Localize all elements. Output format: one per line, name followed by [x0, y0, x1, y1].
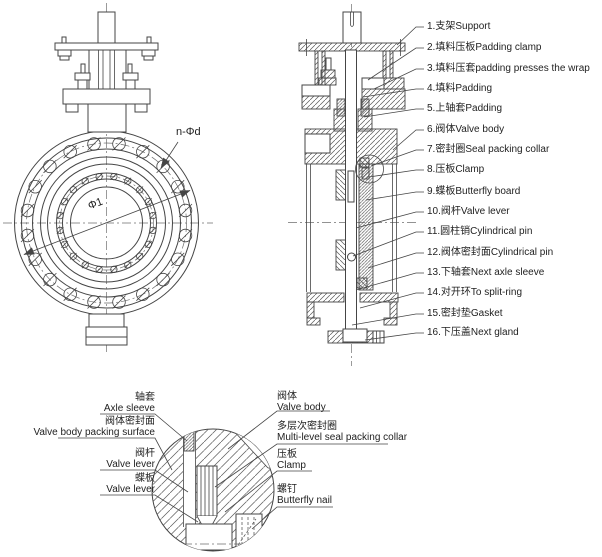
detail-label-body-packing-surface-en: Valve body packing surface: [33, 427, 155, 438]
part-label-2: 2.填料压板Padding clamp: [427, 42, 542, 53]
detail-label-butterfly-nail-en: Butterfly nail: [277, 495, 333, 506]
part-label-11: 11.圆柱销Cylindrical pin: [427, 226, 533, 237]
part-label-16: 16.下压盖Next gland: [427, 327, 519, 338]
detail-label-clamp: 压板 Clamp: [277, 449, 306, 471]
section-view: [288, 4, 424, 366]
detail-label-axle-sleeve-en: Axle sleeve: [103, 403, 155, 414]
detail-label-multilevel-seal-en: Multi-level seal packing collar: [277, 432, 408, 443]
part-label-9: 9.蝶板Butterfly board: [427, 186, 521, 197]
detail-label-valve-body-zh: 阀体: [277, 391, 297, 402]
part-label-1: 1.支架Support: [427, 21, 491, 32]
detail-label-clamp-zh: 压板: [277, 449, 297, 460]
part-label-13: 13.下轴套Next axle sleeve: [427, 267, 545, 278]
detail-label-axle-sleeve-zh: 轴套: [135, 392, 155, 403]
part-label-10: 10.阀杆Valve lever: [427, 206, 510, 217]
detail-label-valve-lever: 阀杆 Valve lever: [106, 448, 155, 470]
detail-label-butterfly-nail-zh: 螺钉: [277, 484, 297, 495]
detail-label-multilevel-seal: 多层次密封圈 Multi-level seal packing collar: [277, 421, 407, 443]
part-label-6: 6.阀体Valve body: [427, 124, 505, 135]
part-label-7: 7.密封圈Seal packing collar: [427, 144, 550, 155]
part-label-15: 15.密封垫Gasket: [427, 308, 503, 319]
detail-label-axle-sleeve: 轴套 Axle sleeve: [104, 392, 155, 414]
part-label-3: 3.填料压套padding presses the wrap: [427, 63, 590, 74]
detail-label-body-packing-surface-zh: 阀体密封面: [105, 416, 155, 427]
part-label-8: 8.压板Clamp: [427, 164, 485, 175]
part-label-5: 5.上轴套Padding: [427, 103, 503, 114]
detail-label-butterfly-nail: 螺钉 Butterfly nail: [277, 484, 332, 506]
part-label-14: 14.对开环To split-ring: [427, 287, 523, 298]
detail-label-valve-body: 阀体 Valve body: [277, 391, 326, 413]
part-label-4: 4.填料Padding: [427, 83, 493, 94]
detail-label-multilevel-seal-zh: 多层次密封圈: [277, 421, 337, 432]
detail-label-body-packing-surface: 阀体密封面 Valve body packing surface: [33, 416, 155, 438]
detail-label-valve-lever-en: Valve lever: [106, 459, 155, 470]
leader-lines: [351, 26, 424, 341]
detail-label-butterfly-board-zh: 蝶板: [135, 473, 155, 484]
bolt-holes-dimension: n-Φd: [176, 126, 201, 138]
detail-view: [58, 410, 388, 552]
detail-label-valve-body-en: Valve body: [277, 402, 326, 413]
detail-label-valve-lever-zh: 阀杆: [135, 448, 155, 459]
part-label-12: 12.阀体密封面Cylindrical pin: [427, 247, 554, 258]
front-view: [3, 3, 213, 354]
detail-label-butterfly-board: 蝶板 Valve lever: [106, 473, 155, 495]
detail-label-butterfly-board-en: Valve lever: [106, 484, 155, 495]
detail-label-clamp-en: Clamp: [277, 460, 306, 471]
